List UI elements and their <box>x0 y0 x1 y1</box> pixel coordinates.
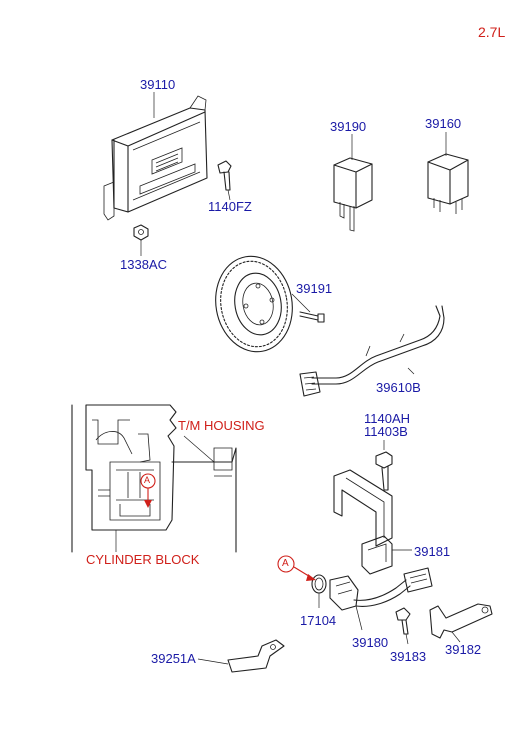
cylinder-block-label: CYLINDER BLOCK <box>86 552 200 567</box>
callout-relay-a: 39190 <box>330 119 367 134</box>
ring-screw <box>291 293 325 323</box>
callout-sensor-bolt: 39183 <box>390 649 427 664</box>
ref-marker-label-cutaway: A <box>144 475 151 485</box>
ref-marker-cutaway <box>140 473 156 508</box>
callout-ecu: 39110 <box>140 77 176 92</box>
ecu-bolt <box>217 160 232 201</box>
callout-relay-b: 39160 <box>425 116 462 131</box>
oring <box>311 574 327 608</box>
callout-plate: 39251A <box>151 651 196 666</box>
callout-oring: 17104 <box>300 613 337 628</box>
callout-harness: 39610B <box>376 380 421 395</box>
callout-ring-screw: 39191 <box>296 281 333 296</box>
harness <box>299 305 445 397</box>
ecu-module <box>103 95 208 221</box>
callout-bracket-bolt-a: 1140AH <box>364 411 411 426</box>
tone-wheel <box>215 255 293 353</box>
crank-bracket-39181 <box>361 535 412 575</box>
relay-39160 <box>427 132 469 214</box>
crank-sensor <box>329 567 433 631</box>
crank-bracket-assembly <box>333 440 393 547</box>
relay-39190 <box>333 134 373 232</box>
ecu-nut <box>133 224 149 256</box>
callout-crank-sensor: 39180 <box>352 635 389 650</box>
tm-housing-label: T/M HOUSING <box>178 418 265 433</box>
sensor-bolt <box>395 607 411 645</box>
callout-ecu-nut: 1338AC <box>120 257 167 272</box>
ref-marker-sensor <box>277 555 316 581</box>
clip-39182 <box>429 603 493 643</box>
engine-cutaway <box>71 404 237 553</box>
callout-bracket-bolt-b: 11403B <box>364 424 408 439</box>
ref-marker-label-sensor: A <box>282 558 289 569</box>
plate-39251a <box>197 639 285 673</box>
callout-crank-bracket: 39181 <box>414 544 451 559</box>
callout-clip: 39182 <box>445 642 482 657</box>
callout-ecu-bolt: 1140FZ <box>208 199 252 214</box>
engine-variant-label: 2.7L <box>478 24 506 40</box>
